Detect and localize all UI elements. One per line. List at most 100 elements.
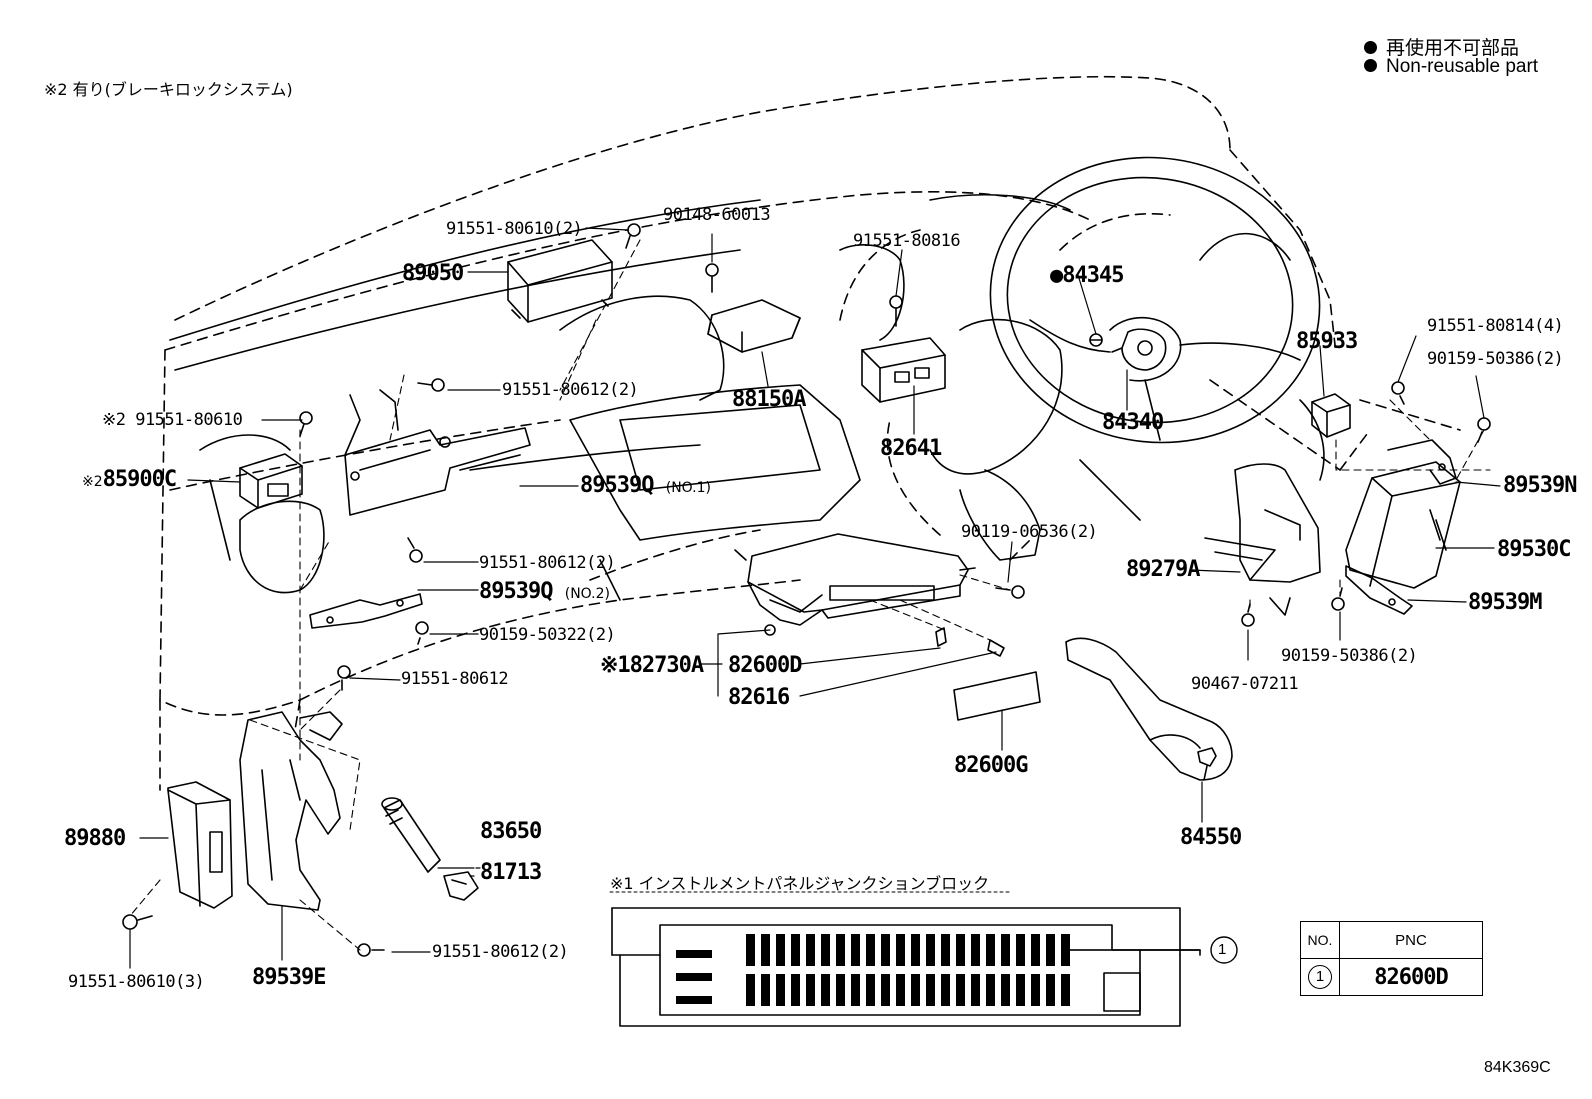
fuse-slot xyxy=(776,974,785,1006)
fuse-slot xyxy=(896,934,905,966)
fuse-slot xyxy=(836,934,845,966)
label-91551-80612-2-b: 91551-80612(2) xyxy=(479,553,616,573)
fuse-slot xyxy=(881,974,890,1006)
part-84340-drawing xyxy=(1111,328,1167,371)
callout-number: 1 xyxy=(1218,941,1226,958)
instrument-panel-outline xyxy=(159,75,1461,791)
fuse-slot xyxy=(866,974,875,1006)
fuse-slot xyxy=(836,974,845,1006)
fuse-slot xyxy=(746,934,755,966)
row-pnc: 82600D xyxy=(1339,958,1483,996)
fuse-slot xyxy=(1001,974,1010,1006)
label-91551-80814-4: 91551-80814(4) xyxy=(1427,316,1564,336)
legend-non-reusable-jp: 再使用不可部品 xyxy=(1364,33,1519,60)
pnc-table-header: NO. PNC xyxy=(1300,921,1483,959)
part-89539M-drawing xyxy=(1345,565,1413,615)
part-89539E-drawing xyxy=(239,711,343,911)
fuse-slot xyxy=(911,974,920,1006)
bolt-glyphs xyxy=(122,223,1491,957)
fuse-slot xyxy=(1031,974,1040,1006)
label-89539M: 89539M xyxy=(1468,590,1542,615)
fuse-slot xyxy=(971,934,980,966)
part-89539N-drawing xyxy=(1387,439,1457,485)
fuse-slot xyxy=(1001,934,1010,966)
label-91551-80612-2-c: 91551-80612(2) xyxy=(432,942,569,962)
label-91551-80612: 91551-80612 xyxy=(401,669,509,689)
label-90148-60013: 90148-60013 xyxy=(663,205,771,225)
steering-wheel xyxy=(989,156,1321,444)
label-83650: 83650 xyxy=(480,819,542,844)
part-89279A-drawing xyxy=(1204,463,1321,616)
callout-circle xyxy=(1210,936,1238,964)
fuse-slot xyxy=(806,974,815,1006)
label-89050: 89050 xyxy=(402,261,464,286)
part-83650-drawing xyxy=(381,797,441,873)
part-84550-drawing xyxy=(1065,637,1233,781)
part-89880-drawing xyxy=(167,781,233,909)
fuse-slot xyxy=(821,934,830,966)
fuse-slot xyxy=(986,934,995,966)
label-84340: 84340 xyxy=(1102,410,1164,435)
part-82600G-drawing xyxy=(953,671,1041,721)
label-82600G: 82600G xyxy=(954,753,1028,778)
part-85933-drawing xyxy=(1311,393,1351,438)
part-89539Q-no2-drawing xyxy=(309,593,423,629)
fuse-slot xyxy=(956,934,965,966)
part-85900C-drawing xyxy=(239,453,303,509)
row-no-cell: 1 xyxy=(1300,958,1340,996)
note2-mark: ※2 xyxy=(82,474,103,490)
fuse-slot xyxy=(1046,974,1055,1006)
label-82616: 82616 xyxy=(728,685,790,710)
fuse-slot xyxy=(986,974,995,1006)
label-89539N: 89539N xyxy=(1503,473,1577,498)
label-89530C: 89530C xyxy=(1497,537,1571,562)
fuse-slot xyxy=(776,934,785,966)
fuse-slot xyxy=(941,974,950,1006)
junction-block-side-bars xyxy=(676,950,712,1004)
label-82600D: 82600D xyxy=(728,653,802,678)
part-88150A-drawing xyxy=(707,299,801,353)
label-82641: 82641 xyxy=(880,436,942,461)
label-89539Q-no2: 89539Q (NO.2) xyxy=(479,579,610,604)
non-reusable-mark: ● xyxy=(1050,263,1063,288)
label-91551-80610-3: 91551-80610(3) xyxy=(68,972,205,992)
label-89539Q-no1: 89539Q (NO.1) xyxy=(580,473,711,498)
assembly-guides xyxy=(129,239,1491,951)
fuse-slot xyxy=(851,974,860,1006)
fuse-slot xyxy=(746,974,755,1006)
label-81713: 81713 xyxy=(480,860,542,885)
header-no: NO. xyxy=(1300,921,1340,959)
label-84550: 84550 xyxy=(1180,825,1242,850)
leader-lines xyxy=(129,227,1501,969)
fuse-slot xyxy=(1061,934,1070,966)
fuse-slot xyxy=(851,934,860,966)
dashboard-contour xyxy=(169,194,1325,601)
label-88150A: 88150A xyxy=(732,387,806,412)
figure-code: 84K369C xyxy=(1484,1059,1551,1076)
part-89539Q-no1-drawing xyxy=(344,389,531,516)
label-85933: 85933 xyxy=(1296,329,1358,354)
fuse-slot xyxy=(896,974,905,1006)
fuse-slot xyxy=(911,934,920,966)
label-85900C: ※285900C xyxy=(82,467,177,492)
fuse-slot xyxy=(866,934,875,966)
label-84345: ●84345 xyxy=(1050,263,1124,288)
label-89880: 89880 xyxy=(64,826,126,851)
header-pnc: PNC xyxy=(1339,921,1483,959)
fuse-slot xyxy=(821,974,830,1006)
part-82600D-drawing xyxy=(734,533,976,636)
fuse-slot xyxy=(926,934,935,966)
fuse-slot xyxy=(806,934,815,966)
fuse-slot xyxy=(1016,974,1025,1006)
label-90119-06536-2: 90119-06536(2) xyxy=(961,522,1098,542)
part-84345-drawing xyxy=(1089,333,1103,347)
fuse-slot xyxy=(1016,934,1025,966)
label-91551-80610-2: 91551-80610(2) xyxy=(446,219,583,239)
filled-dot-icon xyxy=(1364,41,1377,54)
fuse-slot xyxy=(791,974,800,1006)
label-91551-80612-2-a: 91551-80612(2) xyxy=(502,380,639,400)
junction-block-schematic xyxy=(611,907,1201,1027)
fuse-slot xyxy=(956,974,965,1006)
label-90159-50386-2-bottom: 90159-50386(2) xyxy=(1281,646,1418,666)
